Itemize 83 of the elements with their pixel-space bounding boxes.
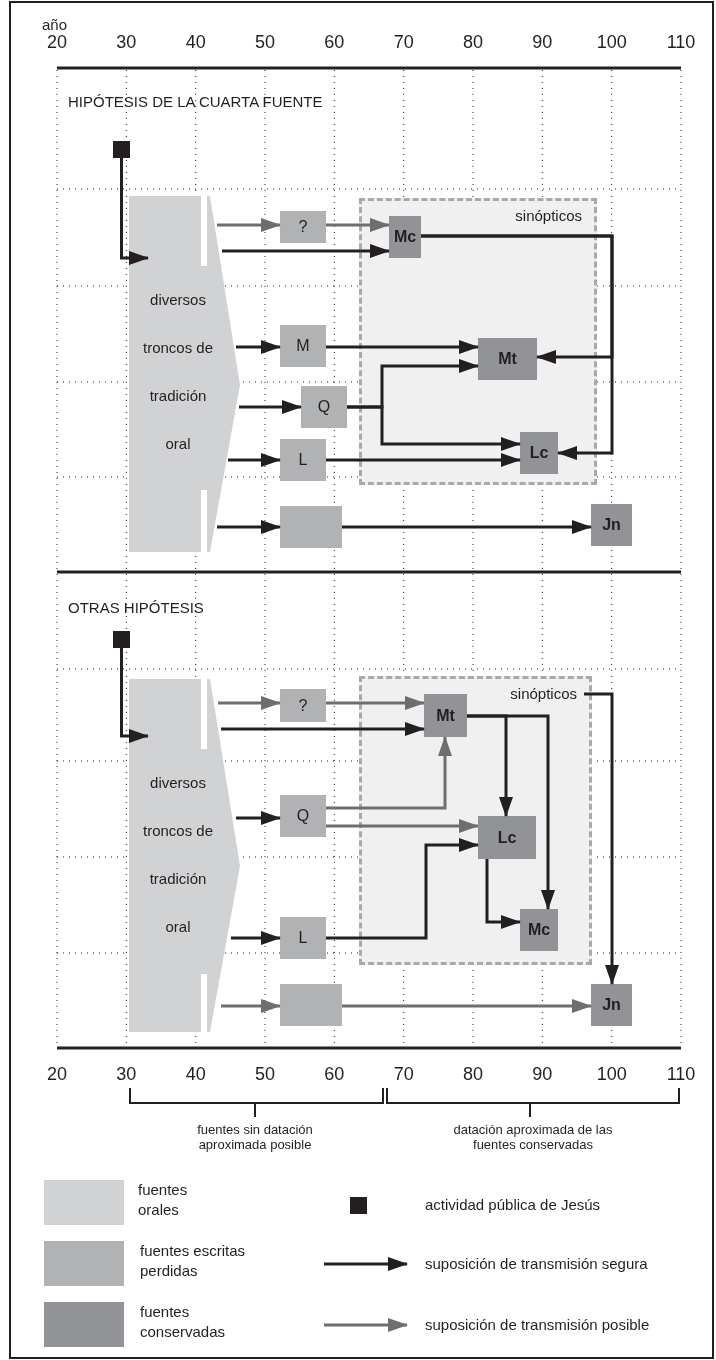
axis-tick-label: 90 <box>532 1064 553 1085</box>
arrow <box>228 453 281 467</box>
group-label: sinópticos <box>510 685 577 702</box>
axis-tick-label: 50 <box>255 1064 275 1085</box>
source-box: ? <box>280 211 326 243</box>
source-box: Mc <box>389 216 421 258</box>
axis-tick-label: 60 <box>324 1064 345 1085</box>
legend-label: suposición de transmisión posible <box>425 1315 650 1335</box>
axis-tick-label: 30 <box>116 32 137 53</box>
arrow <box>326 736 452 810</box>
legend-label: actividad pública de Jesús <box>425 1195 601 1215</box>
legend-label: suposición de transmisión segura <box>425 1254 648 1274</box>
group-label: sinópticos <box>515 207 582 224</box>
section-heading: OTRAS HIPÓTESIS <box>68 599 204 616</box>
source-box: M <box>280 325 326 367</box>
source-box <box>280 984 342 1026</box>
axis-tick-label: 50 <box>255 32 275 53</box>
source-box: Mc <box>520 909 558 951</box>
source-box: Lc <box>520 432 558 474</box>
legend-label: fuentes escritas perdidas <box>140 1241 247 1280</box>
bracket-label: fuentes sin datación aproximada posible <box>196 1123 314 1153</box>
axis-tick-label: 70 <box>393 32 414 53</box>
source-box: Q <box>301 386 347 428</box>
source-box: Mt <box>478 338 537 380</box>
source-box: Q <box>280 795 326 837</box>
source-box <box>280 506 342 548</box>
axis-tick-label: 90 <box>532 32 553 53</box>
activity-marker <box>113 141 130 158</box>
axis-tick-label: 80 <box>463 1064 483 1085</box>
bracket-label: datación aproximada de las fuentes conservadas <box>452 1123 614 1153</box>
arrow <box>218 696 281 710</box>
arrow <box>584 692 619 985</box>
axis-tick-label: 30 <box>116 1064 137 1085</box>
source-box: ? <box>280 689 326 722</box>
activity-marker <box>113 631 130 648</box>
arrow <box>221 999 281 1013</box>
arrow <box>326 696 425 710</box>
arrow <box>342 999 592 1013</box>
arrow <box>342 520 592 534</box>
source-box: Mt <box>424 694 467 737</box>
axis-tick-label: 110 <box>666 32 696 53</box>
arrow <box>421 234 614 460</box>
arrow <box>120 158 149 265</box>
source-box: L <box>280 917 326 959</box>
arrow <box>222 244 390 258</box>
arrow <box>485 859 521 929</box>
axis-tick-label: 40 <box>185 1064 206 1085</box>
band-text: diversos troncos de tradición oral <box>141 773 214 937</box>
axis-tick-label: 100 <box>596 1064 627 1085</box>
arrow <box>326 340 479 354</box>
source-box: Lc <box>478 816 536 859</box>
arrow <box>326 838 479 940</box>
synoptic-group <box>359 676 592 965</box>
arrow <box>231 931 281 945</box>
legend-label: fuentes conservadas <box>140 1302 227 1341</box>
axis-tick-label: 100 <box>596 32 627 53</box>
arrow <box>347 405 521 451</box>
axis-tick-label: 80 <box>463 32 483 53</box>
axis-tick-label: 20 <box>47 32 67 53</box>
synoptic-group <box>359 198 597 485</box>
arrow <box>236 811 281 825</box>
arrow <box>217 218 281 232</box>
arrow <box>326 453 521 467</box>
arrow <box>467 714 555 910</box>
arrow <box>120 648 149 743</box>
axis-tick-label: 40 <box>185 32 206 53</box>
axis-tick-label: 20 <box>47 1064 67 1085</box>
arrow <box>221 722 425 736</box>
band-text: diversos troncos de tradición oral <box>141 290 214 454</box>
arrow <box>236 340 281 354</box>
axis-title: año <box>42 16 68 33</box>
arrow <box>239 400 302 414</box>
source-box: L <box>280 439 326 481</box>
source-box: Jn <box>591 984 632 1026</box>
arrow <box>326 819 479 833</box>
legend-label: fuentes orales <box>138 1180 189 1219</box>
source-box: Jn <box>591 504 632 546</box>
arrow <box>326 218 390 232</box>
axis-tick-label: 60 <box>324 32 345 53</box>
axis-tick-label: 110 <box>666 1064 696 1085</box>
axis-tick-label: 70 <box>393 1064 414 1085</box>
section-heading: HIPÓTESIS DE LA CUARTA FUENTE <box>68 93 323 110</box>
arrow <box>217 520 281 534</box>
